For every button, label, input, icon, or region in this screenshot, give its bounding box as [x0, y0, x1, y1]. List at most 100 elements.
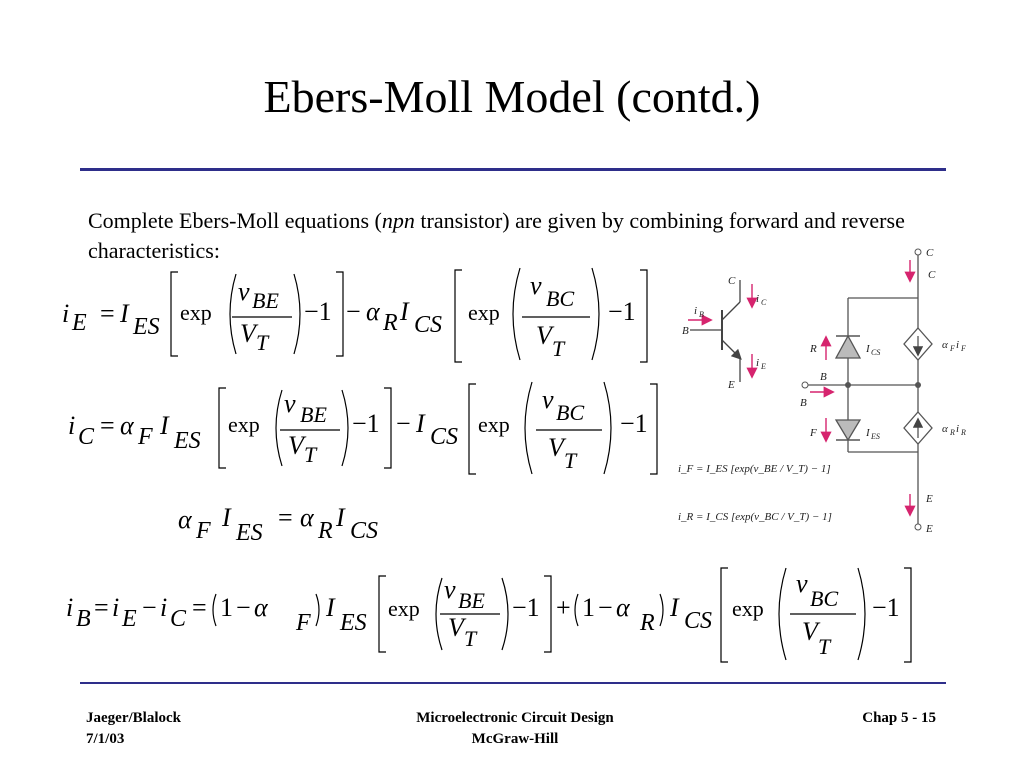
svg-text:−1: −1: [608, 297, 636, 326]
svg-text:B: B: [699, 310, 704, 319]
svg-text:=: =: [100, 411, 115, 440]
svg-text:=: =: [192, 593, 207, 622]
footer-center: Microelectronic Circuit Design McGraw-Hi…: [360, 708, 670, 750]
svg-text:v: v: [284, 389, 296, 418]
svg-text:BC: BC: [546, 286, 574, 311]
svg-text:exp: exp: [180, 300, 212, 325]
intro-part1: Complete Ebers-Moll equations (: [88, 208, 382, 233]
svg-text:I: I: [335, 503, 346, 532]
svg-text:α: α: [178, 505, 193, 534]
svg-text:exp: exp: [478, 412, 510, 437]
svg-text:CS: CS: [430, 424, 458, 450]
svg-text:i: i: [756, 293, 759, 305]
svg-text:F: F: [295, 610, 311, 636]
svg-text:E: E: [121, 606, 137, 632]
svg-text:α: α: [942, 339, 948, 351]
footer-publisher: McGraw-Hill: [471, 731, 559, 747]
svg-text:C: C: [928, 269, 936, 281]
svg-text:F: F: [809, 427, 817, 439]
svg-text:−: −: [142, 593, 157, 622]
svg-text:i: i: [956, 423, 959, 435]
svg-text:V: V: [448, 613, 467, 642]
svg-text:−: −: [236, 593, 251, 622]
svg-text:V: V: [536, 321, 555, 350]
svg-text:v: v: [530, 271, 542, 300]
svg-text:−: −: [346, 297, 361, 326]
svg-text:exp: exp: [388, 596, 420, 621]
ebers-moll-circuit-figure: C B E i C i B i E C C E E B B: [678, 247, 966, 535]
svg-text:I: I: [865, 427, 871, 439]
svg-text:BE: BE: [458, 588, 485, 613]
svg-text:exp: exp: [228, 412, 260, 437]
svg-text:I: I: [669, 593, 680, 622]
svg-text:V: V: [288, 431, 307, 460]
svg-text:i: i: [956, 339, 959, 351]
svg-text:C: C: [926, 247, 934, 259]
svg-text:ES: ES: [339, 610, 367, 636]
footer-divider: [80, 682, 946, 684]
svg-text:I: I: [865, 343, 871, 355]
svg-text:i: i: [112, 593, 119, 622]
svg-text:BC: BC: [810, 586, 838, 611]
footer-date: 7/1/03: [86, 731, 125, 747]
svg-text:α: α: [942, 423, 948, 435]
svg-text:C: C: [761, 298, 767, 307]
svg-text:C: C: [78, 424, 95, 450]
svg-text:=: =: [100, 299, 115, 328]
svg-text:α: α: [120, 411, 135, 440]
svg-text:E: E: [727, 379, 735, 391]
svg-text:R: R: [382, 310, 398, 336]
svg-text:E: E: [925, 523, 933, 535]
svg-text:T: T: [564, 448, 578, 473]
svg-text:i_R = I_CS [exp(v_BC / V_T) −: i_R = I_CS [exp(v_BC / V_T) − 1]: [678, 511, 832, 523]
svg-text:R: R: [639, 610, 655, 636]
svg-text:E: E: [760, 362, 766, 371]
svg-text:I: I: [119, 299, 130, 328]
svg-text:B: B: [820, 371, 827, 383]
svg-text:I: I: [159, 411, 170, 440]
svg-text:exp: exp: [468, 300, 500, 325]
svg-text:−: −: [598, 593, 613, 622]
svg-text:C: C: [170, 606, 187, 632]
figure-equations: i_F = I_ES [exp(v_BE / V_T) − 1] i_R = I…: [678, 463, 832, 523]
svg-text:ES: ES: [173, 428, 201, 454]
svg-text:V: V: [240, 319, 259, 348]
svg-text:CS: CS: [684, 608, 712, 634]
svg-text:1: 1: [220, 593, 233, 622]
svg-text:R: R: [949, 428, 955, 437]
svg-text:=: =: [94, 593, 109, 622]
svg-text:i: i: [694, 305, 697, 317]
svg-text:+: +: [556, 593, 571, 622]
svg-text:−1: −1: [620, 409, 648, 438]
svg-text:α: α: [300, 503, 315, 532]
svg-text:v: v: [444, 575, 456, 604]
svg-text:T: T: [256, 330, 270, 355]
svg-text:CS: CS: [414, 312, 442, 338]
svg-text:v: v: [238, 277, 250, 306]
svg-text:E: E: [925, 493, 933, 505]
svg-text:i_F = I_ES [exp(v_BE / V_T) −: i_F = I_ES [exp(v_BE / V_T) − 1]: [678, 463, 831, 475]
svg-text:i: i: [66, 593, 73, 622]
svg-text:BC: BC: [556, 400, 584, 425]
svg-text:=: =: [278, 503, 293, 532]
svg-text:−1: −1: [304, 297, 332, 326]
intro-part2: transistor) are given by combining forwa…: [88, 208, 905, 263]
svg-text:v: v: [542, 385, 554, 414]
svg-text:R: R: [960, 428, 966, 437]
svg-text:I: I: [325, 593, 336, 622]
svg-text:−1: −1: [352, 409, 380, 438]
svg-text:R: R: [317, 518, 333, 544]
equation-ie: i E = I ES exp v BE V T −1 − α R I CS ex…: [62, 267, 648, 363]
footer-book-title: Microelectronic Circuit Design: [416, 710, 614, 726]
svg-text:α: α: [254, 593, 269, 622]
svg-text:E: E: [71, 310, 87, 336]
svg-text:i: i: [68, 411, 75, 440]
svg-text:T: T: [464, 626, 478, 651]
svg-text:C: C: [728, 275, 736, 287]
svg-text:F: F: [195, 518, 211, 544]
svg-text:F: F: [960, 344, 966, 353]
equation-ic: i C = α F I ES exp v BE V T −1 − I CS ex…: [68, 381, 658, 475]
intro-italic: npn: [381, 208, 415, 233]
npn-transistor-symbol: C B E i C i B i E: [682, 275, 767, 391]
svg-text:F: F: [137, 424, 153, 450]
